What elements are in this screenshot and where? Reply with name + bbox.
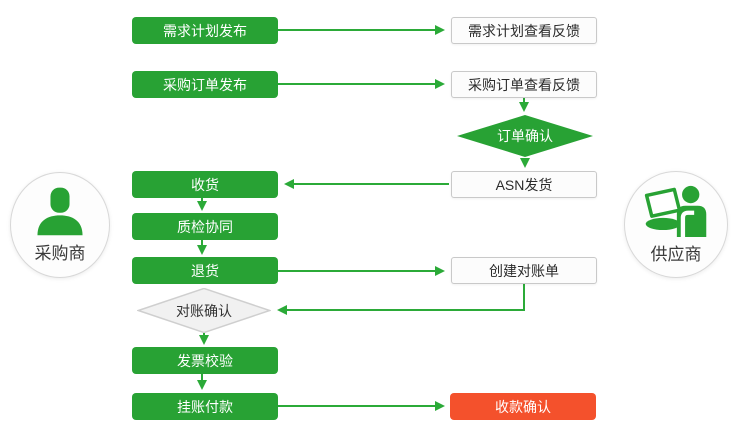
diamond-shape <box>457 115 593 157</box>
node-label: 退货 <box>191 262 219 279</box>
node-label: 发票校验 <box>177 352 233 369</box>
flow-node-demand-plan-feedback: 需求计划查看反馈 <box>451 17 597 44</box>
node-label: 创建对账单 <box>489 262 559 279</box>
flow-node-create-statement: 创建对账单 <box>451 257 597 284</box>
flow-node-book-payment: 挂账付款 <box>132 393 278 420</box>
node-label: 挂账付款 <box>177 398 233 415</box>
flow-node-invoice-verify: 发票校验 <box>132 347 278 374</box>
actor-supplier: 供应商 <box>624 171 728 278</box>
node-label: 收款确认 <box>495 398 551 415</box>
node-label: 收货 <box>191 176 219 193</box>
node-label: 采购订单查看反馈 <box>468 76 580 93</box>
supplier-laptop-person-icon <box>644 185 707 237</box>
flow-node-quality-collab: 质检协同 <box>132 213 278 240</box>
node-label: 需求计划发布 <box>163 22 247 39</box>
actor-buyer-label: 采购商 <box>34 244 86 263</box>
actor-buyer: 采购商 <box>10 172 110 278</box>
flow-node-return-goods: 退货 <box>132 257 278 284</box>
flow-node-asn-ship: ASN发货 <box>451 171 597 198</box>
node-label: 质检协同 <box>177 218 233 235</box>
node-label: 需求计划查看反馈 <box>468 22 580 39</box>
flow-node-po-feedback: 采购订单查看反馈 <box>451 71 597 98</box>
arrow-statement-to-reconcile <box>277 284 525 315</box>
node-label: ASN发货 <box>495 176 553 193</box>
flow-node-order-confirm: 订单确认 <box>457 115 593 157</box>
buyer-person-icon <box>37 187 83 236</box>
node-label: 采购订单发布 <box>163 76 247 93</box>
node-label: 对账确认 <box>176 302 232 319</box>
actor-supplier-label: 供应商 <box>650 244 702 264</box>
flow-node-receive: 收货 <box>132 171 278 198</box>
node-label: 订单确认 <box>497 128 553 144</box>
flow-node-po-publish: 采购订单发布 <box>132 71 278 98</box>
flow-node-demand-plan-publish: 需求计划发布 <box>132 17 278 44</box>
flow-node-receipt-confirm: 收款确认 <box>450 393 596 420</box>
flow-node-reconcile-confirm: 对账确认 <box>137 288 271 333</box>
diamond-shape <box>137 288 271 333</box>
